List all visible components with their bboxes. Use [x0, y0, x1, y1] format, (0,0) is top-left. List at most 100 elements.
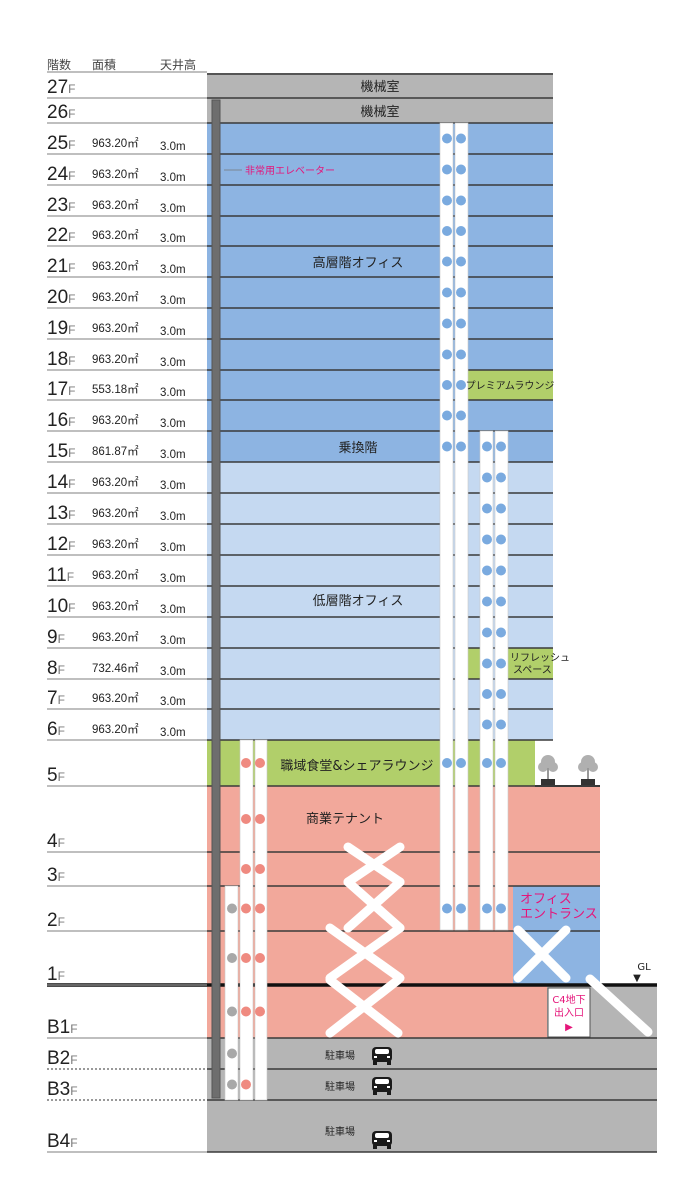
car-icon — [372, 1131, 392, 1149]
floor-unit: F — [68, 601, 75, 615]
tree-crown — [548, 762, 558, 772]
tree-crown — [588, 762, 598, 772]
elevator-car-icon — [442, 287, 452, 298]
ceiling-height: 3.0m — [160, 449, 186, 461]
elevator-car-icon — [241, 1006, 251, 1017]
header-ceiling: 天井高 — [160, 57, 196, 72]
elevator-car-icon — [456, 287, 466, 298]
elevator-car-icon — [241, 814, 251, 824]
elevator-car-icon — [496, 903, 506, 914]
elevator-car-icon — [456, 226, 466, 236]
stair-ramp-icon — [585, 974, 653, 1037]
floor-area: 963.20㎡ — [92, 692, 139, 705]
floor-unit: F — [68, 230, 75, 244]
parking-b4-label: 駐車場 — [325, 1125, 355, 1138]
floor-number: B4 — [47, 1131, 71, 1152]
floor-area: 963.20㎡ — [92, 229, 139, 242]
floor-unit: F — [58, 969, 65, 983]
floor-number: 7 — [47, 688, 58, 709]
floor-unit: F — [68, 200, 75, 214]
ceiling-height: 3.0m — [160, 387, 186, 399]
ceiling-height: 3.0m — [160, 357, 186, 369]
elevator-car-icon — [456, 318, 466, 329]
elevator-shaft — [494, 430, 509, 931]
floor-unit: F — [68, 415, 75, 429]
escalator-icon — [343, 877, 405, 933]
floor-unit: F — [68, 508, 75, 522]
refresh-space-strip — [468, 648, 480, 679]
floor-unit: F — [58, 836, 65, 850]
floor-label: 25F — [47, 133, 75, 154]
floor-unit: F — [70, 1022, 77, 1036]
parking-zone — [207, 1038, 657, 1152]
floor-label: 22F — [47, 225, 75, 246]
floor-label: 10F — [47, 596, 75, 617]
car-wheel — [373, 1091, 377, 1095]
floor-label: 9F — [47, 627, 65, 648]
transfer-floor-label: 乗換階 — [338, 441, 377, 456]
escalator-icon — [343, 842, 405, 887]
floor-number: 4 — [47, 831, 58, 852]
elevator-shaft — [254, 739, 268, 1101]
elevator-car-icon — [456, 380, 466, 390]
elevator-car-icon — [456, 164, 466, 175]
elevator-car-icon — [496, 472, 506, 483]
floor-label: 2F — [47, 910, 65, 931]
elevator-car-icon — [241, 953, 251, 963]
ceiling-height: 3.0m — [160, 203, 186, 215]
ceiling-height: 3.0m — [160, 326, 186, 338]
tree-planter — [581, 779, 595, 785]
floor-area: 963.20㎡ — [92, 322, 139, 335]
floor-area: 963.20㎡ — [92, 723, 139, 736]
ceiling-height: 3.0m — [160, 172, 186, 184]
elevator-car-icon — [456, 256, 466, 267]
tree-icon — [538, 755, 558, 785]
elevator-car-icon — [227, 903, 237, 914]
floor-number: 24 — [47, 164, 69, 185]
floor-label: 5F — [47, 765, 65, 786]
car-window — [375, 1079, 389, 1084]
ceiling-height: 3.0m — [160, 666, 186, 678]
emergency-elevator-shaft — [211, 99, 221, 1099]
floor-unit: F — [68, 539, 75, 553]
tree-trunk — [547, 768, 549, 780]
car-wheel — [387, 1061, 391, 1065]
floor-number: B3 — [47, 1079, 70, 1100]
ceiling-height: 3.0m — [160, 295, 186, 307]
car-icon — [372, 1077, 392, 1095]
elevator-car-icon — [442, 226, 452, 236]
tree-planter — [541, 779, 555, 785]
elevator-car-icon — [496, 689, 506, 699]
floor-number: 17 — [47, 379, 68, 400]
floor-area: 963.20㎡ — [92, 260, 139, 273]
car-wheel — [387, 1091, 391, 1095]
commercial-label: 商業テナント — [306, 811, 384, 827]
floor-unit: F — [58, 663, 65, 677]
ceiling-height: 3.0m — [160, 635, 186, 647]
elevator-car-icon — [456, 441, 466, 452]
elevator-car-icon — [496, 441, 506, 452]
elevator-car-icon — [442, 318, 452, 329]
elevator-car-icon — [482, 472, 492, 483]
ceiling-height: 3.0m — [160, 264, 186, 276]
floor-label: 21F — [47, 256, 75, 277]
car-light — [374, 1140, 377, 1142]
low-office-label: 低層階オフィス — [313, 594, 404, 609]
floor-unit: F — [70, 1136, 77, 1150]
elevator-car-icon — [456, 195, 466, 206]
floor-area: 963.20㎡ — [92, 353, 139, 366]
elevator-car-icon — [482, 903, 492, 914]
elevator-car-icon — [456, 349, 466, 360]
ceiling-height: 3.0m — [160, 727, 186, 739]
floor-unit: F — [68, 169, 75, 183]
elevator-car-icon — [496, 627, 506, 638]
elevator-car-icon — [482, 441, 492, 452]
floor-unit: F — [68, 261, 75, 275]
floor-label: 26F — [47, 102, 75, 123]
floor-label: 20F — [47, 287, 75, 308]
floor-label: 8F — [47, 658, 65, 679]
floor-unit: F — [58, 724, 65, 738]
elevator-shaft — [224, 885, 239, 1101]
ceiling-height: 3.0m — [160, 233, 186, 245]
high-office-label: 高層階オフィス — [313, 255, 404, 271]
